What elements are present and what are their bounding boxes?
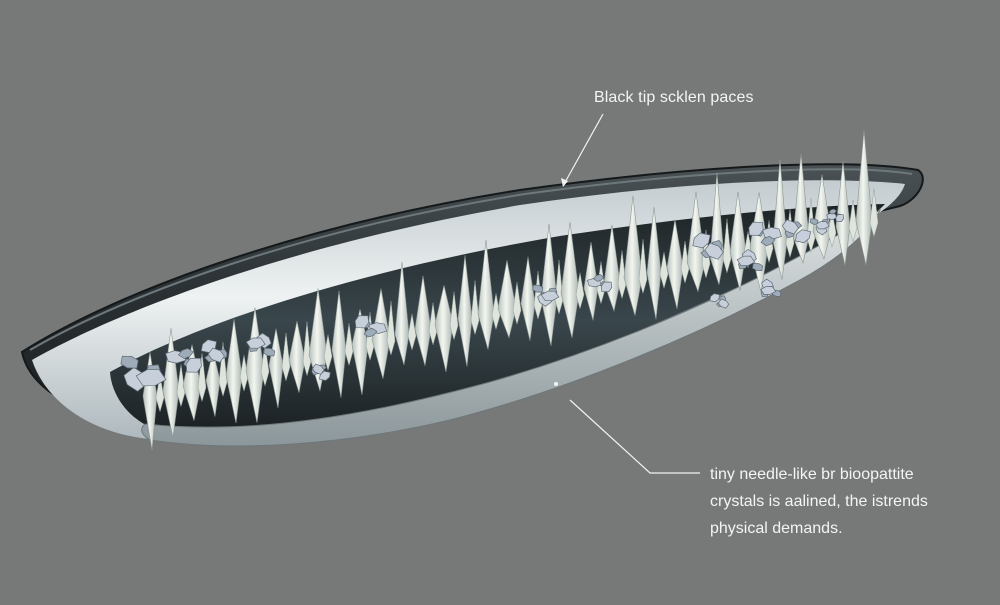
crystal-chunk [794, 229, 812, 244]
needle-crystal [835, 161, 851, 266]
crystal-chunk [312, 363, 325, 375]
needle-crystal-small [260, 343, 270, 387]
crystal-chunk [752, 263, 764, 271]
crystal-chunk [177, 348, 194, 359]
needle-crystal-small [407, 313, 417, 351]
needle-crystal [394, 261, 410, 366]
needle-crystal-small [155, 375, 165, 413]
needle-crystal [646, 206, 662, 320]
annotation-bottom-label: tiny needle-like br bioopattite crystals… [710, 461, 928, 542]
needle-crystal [162, 328, 180, 438]
needle-crystal [477, 239, 495, 350]
crystal-chunk [540, 290, 560, 302]
crystal-chunk [760, 286, 777, 295]
crystal-chunk [717, 298, 730, 309]
crystal-chunk [736, 255, 756, 266]
needle-crystal [812, 174, 832, 260]
needle-crystal-small [638, 239, 648, 295]
crystal-chunk [704, 242, 724, 260]
needle-crystal [623, 195, 643, 316]
annotation-bottom-line-1: tiny needle-like br bioopattite [710, 466, 914, 483]
shell-rim [29, 168, 913, 351]
crystal-chunk [748, 221, 764, 236]
crystal-chunk [354, 315, 370, 329]
crystal-clusters [120, 208, 844, 392]
needle-crystal [245, 307, 265, 423]
needle-crystal-small [533, 271, 543, 320]
crystal-chunk [781, 219, 799, 235]
needle-crystal-small [449, 291, 459, 341]
crystal-chunk [762, 227, 782, 240]
needle-crystal [560, 222, 580, 338]
crystal-chunk [120, 355, 139, 369]
crystal-chunk [532, 284, 544, 293]
annotation-top-label: Black tip scklen paces [594, 89, 754, 106]
crystal-chunk [835, 214, 844, 222]
crystal-chunk [263, 347, 276, 357]
needle-crystal-small [722, 218, 732, 274]
needle-crystal [182, 344, 202, 421]
annotation-bottom-line-3: physical demands. [710, 520, 843, 537]
crystal-chunk [760, 236, 776, 247]
needle-crystal [666, 219, 684, 309]
needle-crystal-small [386, 301, 396, 356]
needle-crystal-small [869, 188, 879, 238]
needle-crystal [855, 130, 873, 266]
needle-crystal [371, 288, 391, 379]
crystal-chunk [363, 327, 378, 338]
needle-crystal [772, 159, 788, 280]
needle-crystal-small [470, 280, 480, 336]
needle-crystal-small [281, 332, 291, 382]
crystal-chunk [600, 281, 613, 292]
needle-crystal [225, 319, 243, 424]
needle-crystal-small [659, 252, 669, 290]
needle-crystal [331, 290, 347, 398]
needle-crystal-small [323, 334, 333, 372]
needle-crystal-small [197, 353, 207, 403]
needle-crystal [540, 223, 558, 346]
needle-crystal [457, 255, 473, 367]
crystal-chunk [185, 357, 202, 373]
annotation-bottom-line-2: crystals is aalined, the istrends [710, 493, 928, 510]
crystal-chunk [828, 208, 838, 215]
crystal-chunk [207, 347, 225, 363]
crystal-chunk [593, 274, 605, 282]
needle-crystal [434, 285, 454, 373]
needle-crystal-small [575, 272, 585, 310]
crystal-chunk [135, 369, 167, 387]
crystal-chunk [245, 337, 266, 349]
needle-crystal-small [848, 199, 858, 243]
leader-arrowhead [561, 178, 568, 187]
crystal-chunk [809, 218, 819, 225]
needle-crystal-small [218, 342, 228, 398]
leader-line-bottom [569, 399, 700, 474]
needle-crystal-small [344, 323, 354, 367]
needle-crystal-small [512, 282, 522, 326]
bottom-lip [141, 208, 882, 447]
crystal-chunk [815, 221, 830, 230]
crystal-chunk [692, 232, 711, 249]
needle-crystal [497, 260, 517, 339]
crystal-chunk [826, 212, 838, 220]
leader-line-top [562, 113, 604, 187]
leader-dot [554, 382, 558, 386]
needle-crystal [414, 275, 432, 366]
needle-crystal [205, 350, 221, 417]
crystal-chunk [709, 293, 721, 303]
needle-crystal-row [142, 130, 879, 451]
needle-crystal [288, 321, 306, 393]
